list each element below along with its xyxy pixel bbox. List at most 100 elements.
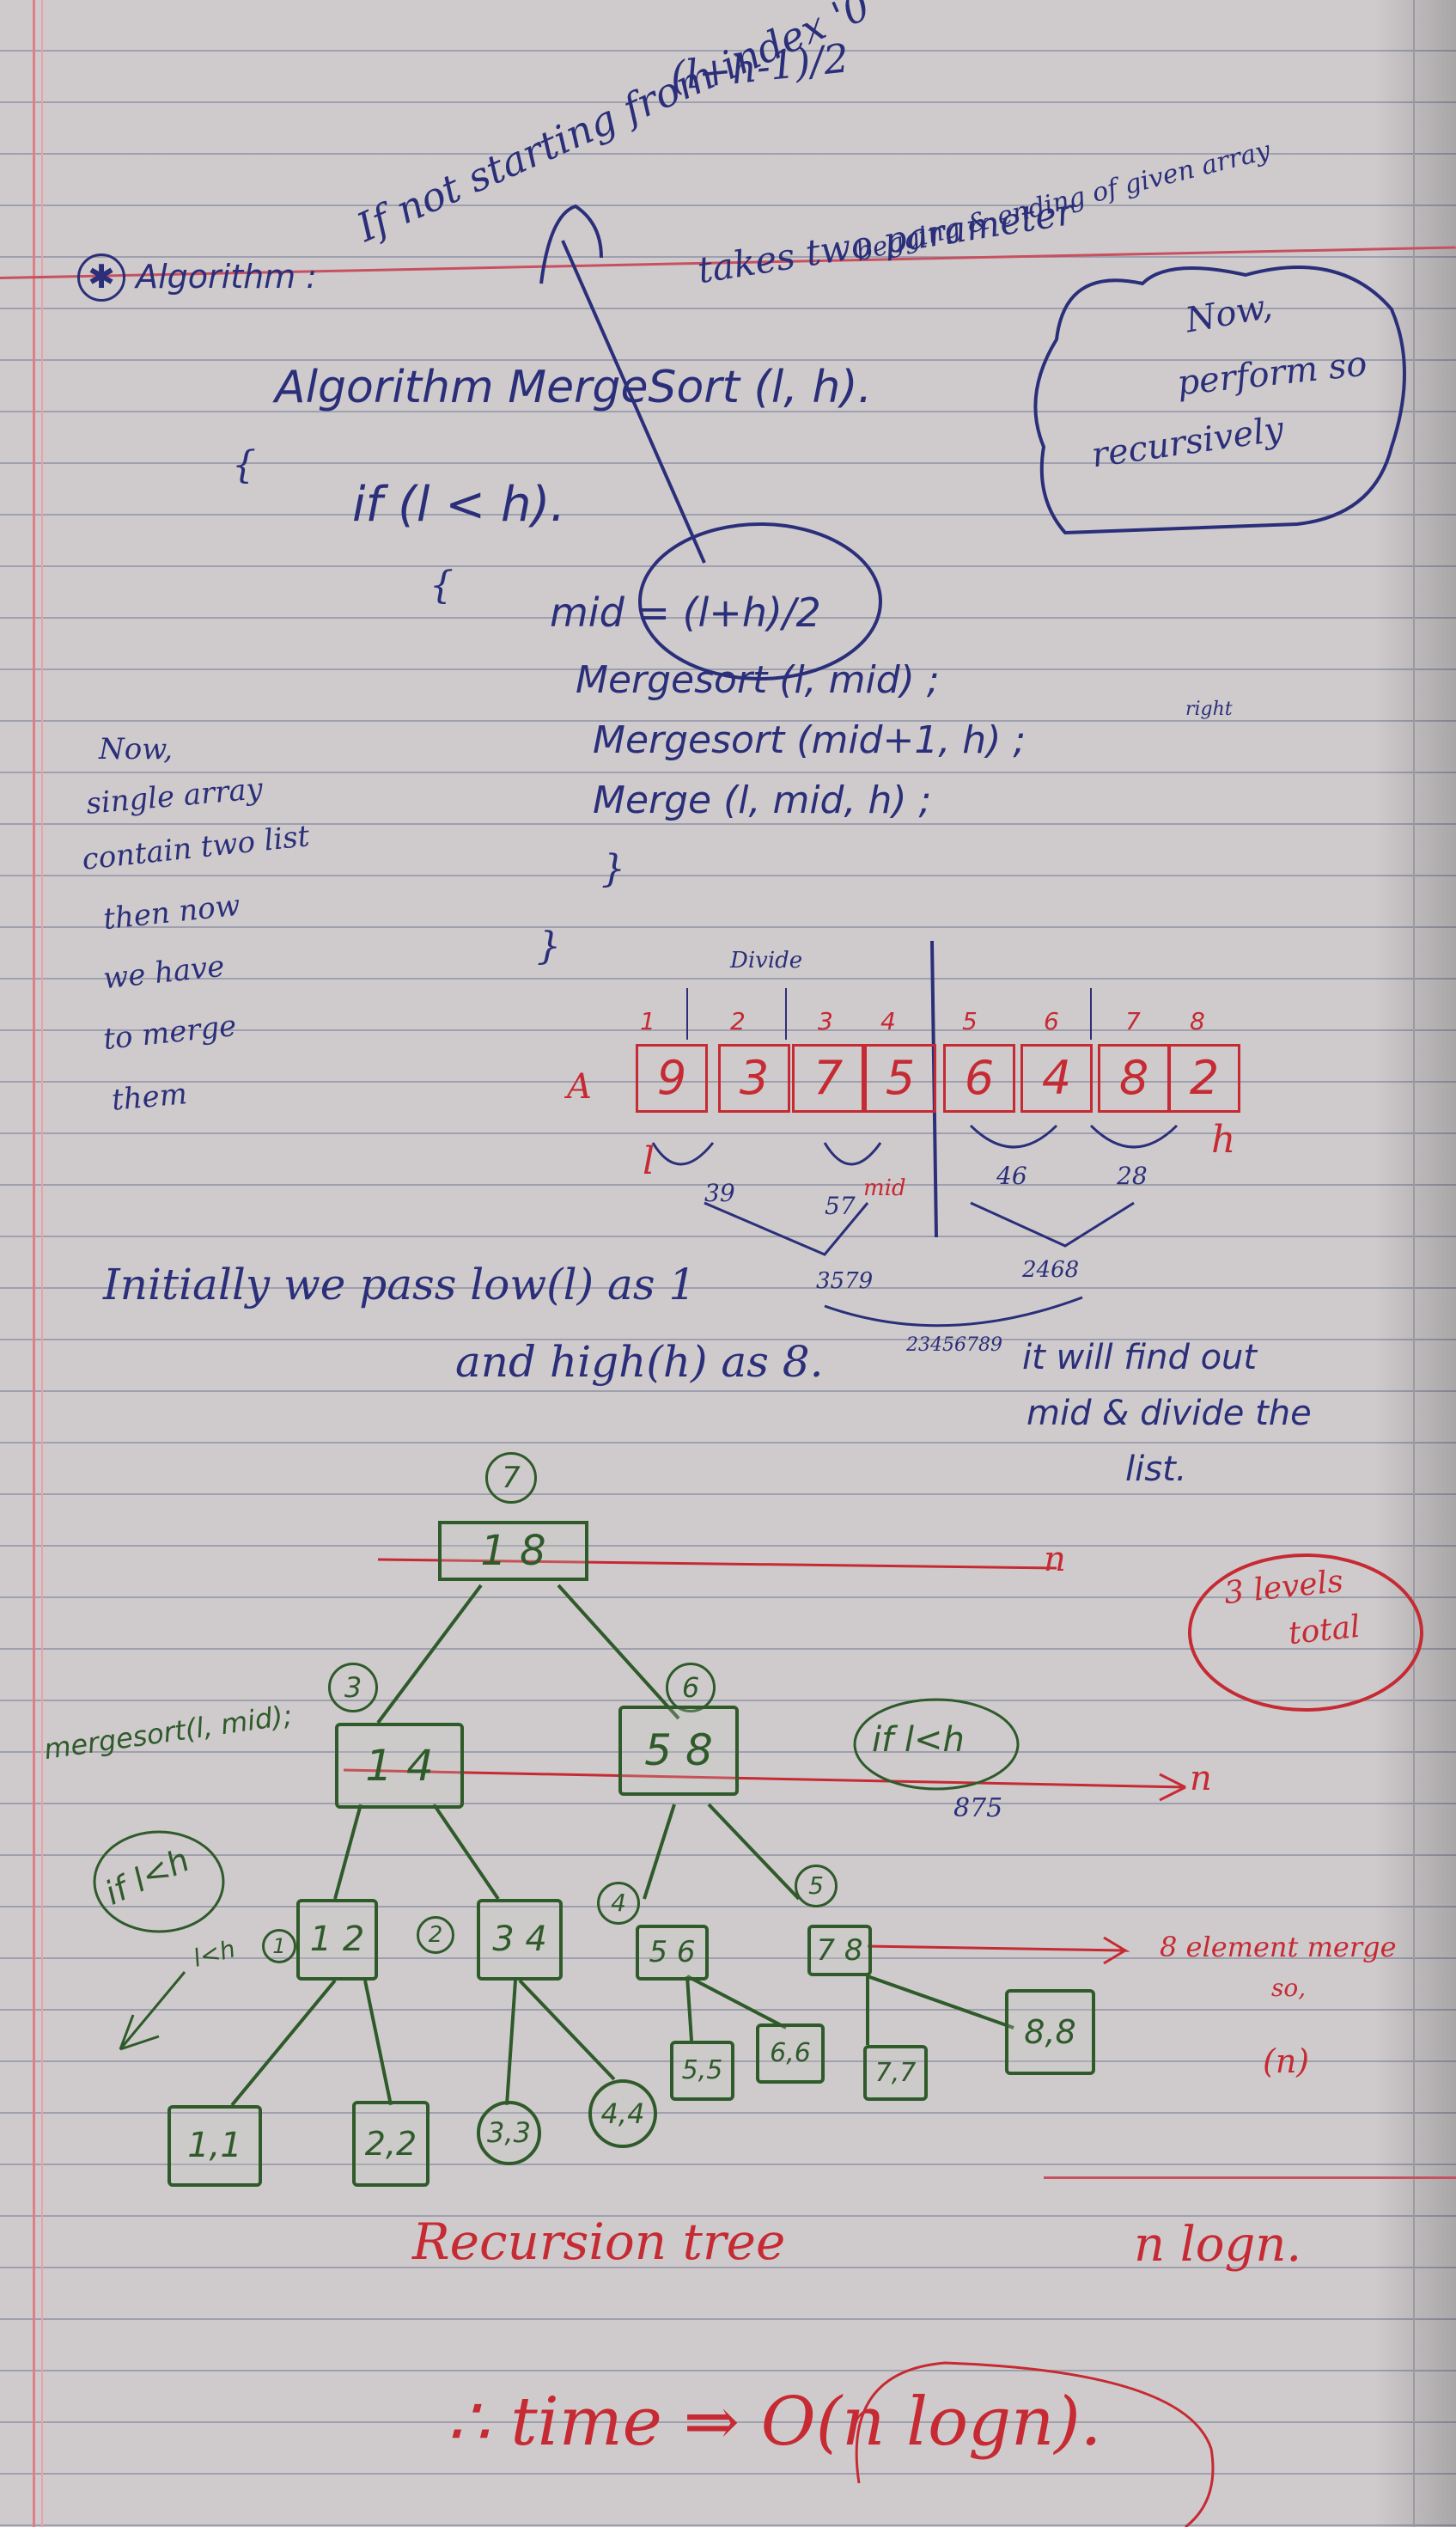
explanation-line1: Initially we pass low(l) as 1 xyxy=(103,1260,697,1309)
result-bracket xyxy=(855,2361,1215,2527)
pair-merge-28: 28 xyxy=(1117,1162,1148,1190)
array-index: 1 xyxy=(640,1007,655,1035)
mergesort-left-call: Mergesort (l, mid) ; xyxy=(576,658,940,702)
array-cell: 4 xyxy=(1020,1044,1093,1113)
array-cell: 8 xyxy=(1098,1044,1170,1113)
final-merge-bracket xyxy=(824,1296,1083,1328)
array-cell: 9 xyxy=(636,1044,708,1113)
open-brace: { xyxy=(232,443,256,487)
tree-node: 1 4 xyxy=(335,1723,464,1809)
tree-root-node: 1 8 xyxy=(438,1521,588,1581)
order-badge: 1 xyxy=(262,1929,296,1963)
if-left-arrow xyxy=(119,1971,186,2051)
algorithm-signature: Algorithm MergeSort (l, h). xyxy=(275,362,873,413)
right-label: right xyxy=(1185,699,1233,720)
red-rule-bottom xyxy=(1044,2176,1456,2179)
heading-label: Algorithm : xyxy=(136,258,318,296)
star-bullet-icon: ✱ xyxy=(77,253,125,302)
outer-close-brace: } xyxy=(537,925,561,968)
pair-brackets xyxy=(651,1124,1179,1166)
if-left-oval xyxy=(93,1830,225,1933)
array-index: 4 xyxy=(880,1007,896,1035)
mid-circle xyxy=(638,522,882,681)
order-badge: 3 xyxy=(328,1663,378,1712)
order-badge: 5 xyxy=(795,1865,838,1907)
tree-leaf: 4,4 xyxy=(588,2079,657,2148)
order-badge: 4 xyxy=(597,1882,640,1925)
mid-label: mid xyxy=(863,1175,906,1201)
levels-note-line2: total xyxy=(1287,1608,1362,1652)
tree-edges xyxy=(230,1584,1014,2107)
tree-node: 5 6 xyxy=(636,1925,709,1981)
values-875: 875 xyxy=(953,1793,1003,1823)
cloud-outline xyxy=(1033,266,1406,535)
pair-merge-46: 46 xyxy=(996,1162,1027,1190)
level0-cost: n xyxy=(1044,1540,1066,1579)
high-label: h xyxy=(1211,1118,1236,1162)
find-mid-line3: list. xyxy=(1125,1450,1187,1489)
divide-label: Divide xyxy=(730,948,803,974)
level0-arrow xyxy=(377,1558,1057,1570)
time-complexity-result: ∴ time ⇒ O(n logn). xyxy=(447,2384,1102,2461)
level1-cost: n xyxy=(1190,1759,1212,1798)
tree-leaf: 1,1 xyxy=(168,2105,262,2187)
array-cell: 7 xyxy=(792,1044,864,1113)
array-index: 8 xyxy=(1190,1007,1205,1035)
level2-arrow xyxy=(867,1936,1130,1965)
tree-node: 1 2 xyxy=(296,1899,378,1981)
array-index: 2 xyxy=(730,1007,746,1035)
tree-leaf: 3,3 xyxy=(477,2101,541,2165)
order-badge: 2 xyxy=(417,1916,454,1954)
mergesort-right-call: Mergesort (mid+1, h) ; xyxy=(593,718,1027,762)
array-index: 5 xyxy=(962,1007,978,1035)
page-shadow xyxy=(1374,0,1456,2527)
tree-leaf: 2,2 xyxy=(352,2101,429,2187)
array-cell: 6 xyxy=(943,1044,1015,1113)
margin-line-inner xyxy=(41,0,43,2527)
pair-merge-57: 57 xyxy=(825,1192,856,1220)
find-mid-line1: it will find out xyxy=(1022,1338,1258,1377)
inner-open-brace: { xyxy=(429,564,454,607)
side-note-line7: them xyxy=(110,1077,189,1118)
if-condition: if (l < h). xyxy=(352,477,566,533)
if-note: if l<h xyxy=(872,1720,965,1760)
half-merge-2468: 2468 xyxy=(1022,1257,1080,1283)
tree-leaf: 5,5 xyxy=(670,2041,734,2101)
array-cell: 2 xyxy=(1168,1044,1240,1113)
merge-arrows xyxy=(704,1201,1135,1256)
array-index: 6 xyxy=(1044,1007,1059,1035)
order-badge: 7 xyxy=(485,1452,537,1504)
tree-leaf: 8,8 xyxy=(1005,1989,1095,2075)
half-merge-3579: 3579 xyxy=(816,1268,874,1294)
tree-leaf: 6,6 xyxy=(756,2023,825,2084)
tree-node: 5 8 xyxy=(618,1706,739,1796)
arrow-head xyxy=(539,204,603,284)
merge-note-line2: so, xyxy=(1271,1974,1307,2002)
tree-caption: Recursion tree xyxy=(412,2213,786,2271)
mid-assignment: mid = (l+h)/2 xyxy=(550,589,821,636)
low-label: l xyxy=(643,1139,655,1183)
tree-node: 7 8 xyxy=(807,1925,872,1976)
array-cell: 5 xyxy=(864,1044,936,1113)
merge-call: Merge (l, mid, h) ; xyxy=(593,778,932,822)
algorithm-heading: ✱ Algorithm : xyxy=(77,253,317,302)
order-badge: 6 xyxy=(666,1663,716,1712)
page-edge-line xyxy=(1413,0,1415,2527)
merge-note-line1: 8 element merge xyxy=(1160,1931,1397,1963)
array-index: 3 xyxy=(818,1007,833,1035)
pair-merge-39: 39 xyxy=(704,1179,735,1207)
levels-circle xyxy=(1188,1553,1423,1712)
if-note-oval xyxy=(853,1698,1020,1791)
explanation-line2: and high(h) as 8. xyxy=(455,1337,824,1387)
array-cell: 3 xyxy=(718,1044,790,1113)
arrow-to-note xyxy=(561,240,706,564)
margin-line xyxy=(33,0,35,2527)
nlogn-total: n logn. xyxy=(1134,2217,1302,2273)
array-name: A xyxy=(567,1067,592,1107)
divide-ticks xyxy=(686,988,1092,1040)
inner-close-brace: } xyxy=(601,847,625,891)
full-merge: 23456789 xyxy=(906,1334,1002,1356)
array-index: 7 xyxy=(1125,1007,1141,1035)
